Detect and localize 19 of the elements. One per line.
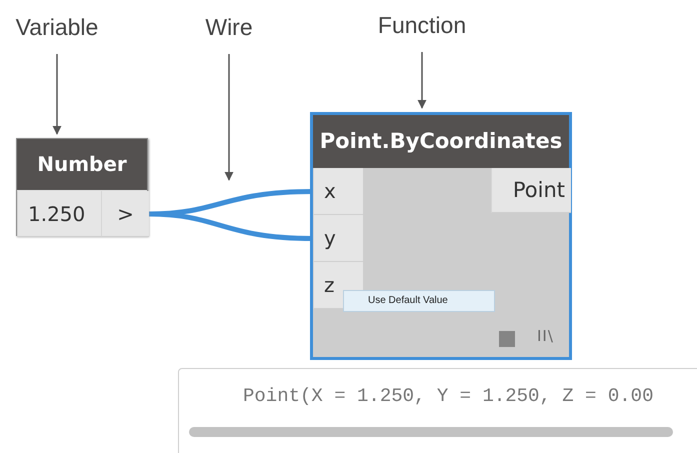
- arrow: [224, 54, 234, 181]
- preview-bubble: [178, 368, 697, 453]
- arrow: [418, 52, 426, 109]
- annotation-text: Wire: [196, 10, 262, 44]
- node-header: Number: [17, 139, 147, 190]
- node-card: [310, 112, 572, 360]
- output-port: Point: [491, 168, 571, 213]
- preview-text: Point(X = 1.250, Y = 1.250, Z = 0.00: [243, 385, 654, 407]
- node-card: [16, 138, 148, 236]
- output-port: >: [101, 191, 149, 237]
- value-field: 1.250: [17, 191, 101, 237]
- arrow: [52, 54, 62, 135]
- annotation-text: Function: [366, 8, 478, 42]
- input-port: x: [313, 168, 363, 215]
- annotation-text: Variable: [12, 10, 102, 44]
- lacing-text: II\: [537, 327, 554, 345]
- tooltip: Use Default Value: [343, 290, 495, 312]
- node-header: Point.ByCoordinates: [313, 115, 569, 168]
- input-port: y: [313, 215, 363, 262]
